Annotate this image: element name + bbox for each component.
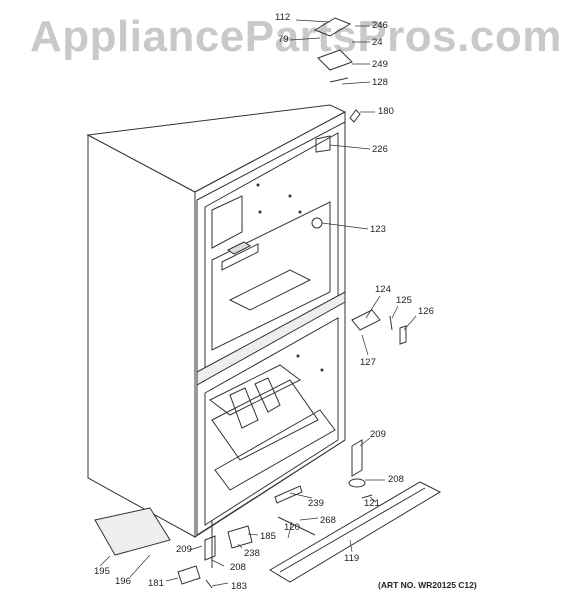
callout-209-left: 209 xyxy=(176,544,192,555)
callout-209-right: 209 xyxy=(370,429,386,440)
callout-121: 121 xyxy=(364,498,380,509)
callout-128: 128 xyxy=(372,77,388,88)
callout-238: 238 xyxy=(244,548,260,559)
art-number-label: (ART NO. WR20125 C12) xyxy=(378,580,477,590)
callout-208-right: 208 xyxy=(388,474,404,485)
watermark-text: AppliancePartsPros.com xyxy=(30,12,562,61)
callout-226: 226 xyxy=(372,144,388,155)
callout-246: 246 xyxy=(372,20,388,31)
callout-125: 125 xyxy=(396,295,412,306)
callout-196: 196 xyxy=(115,576,131,587)
callout-185: 185 xyxy=(260,531,276,542)
callout-239: 239 xyxy=(308,498,324,509)
callout-124: 124 xyxy=(375,284,391,295)
callout-79: 79 xyxy=(278,34,289,45)
callout-127: 127 xyxy=(360,357,376,368)
callout-183: 183 xyxy=(231,581,247,592)
callout-24: 24 xyxy=(372,37,383,48)
callout-249: 249 xyxy=(372,59,388,70)
callout-208-left: 208 xyxy=(230,562,246,573)
callout-195: 195 xyxy=(94,566,110,577)
callout-123: 123 xyxy=(370,224,386,235)
callout-126: 126 xyxy=(418,306,434,317)
callout-181: 181 xyxy=(148,578,164,589)
callout-119: 119 xyxy=(344,553,359,564)
callout-120: 120 xyxy=(284,522,300,533)
callout-180: 180 xyxy=(378,106,394,117)
callout-268: 268 xyxy=(320,515,336,526)
callout-112: 112 xyxy=(275,12,290,23)
